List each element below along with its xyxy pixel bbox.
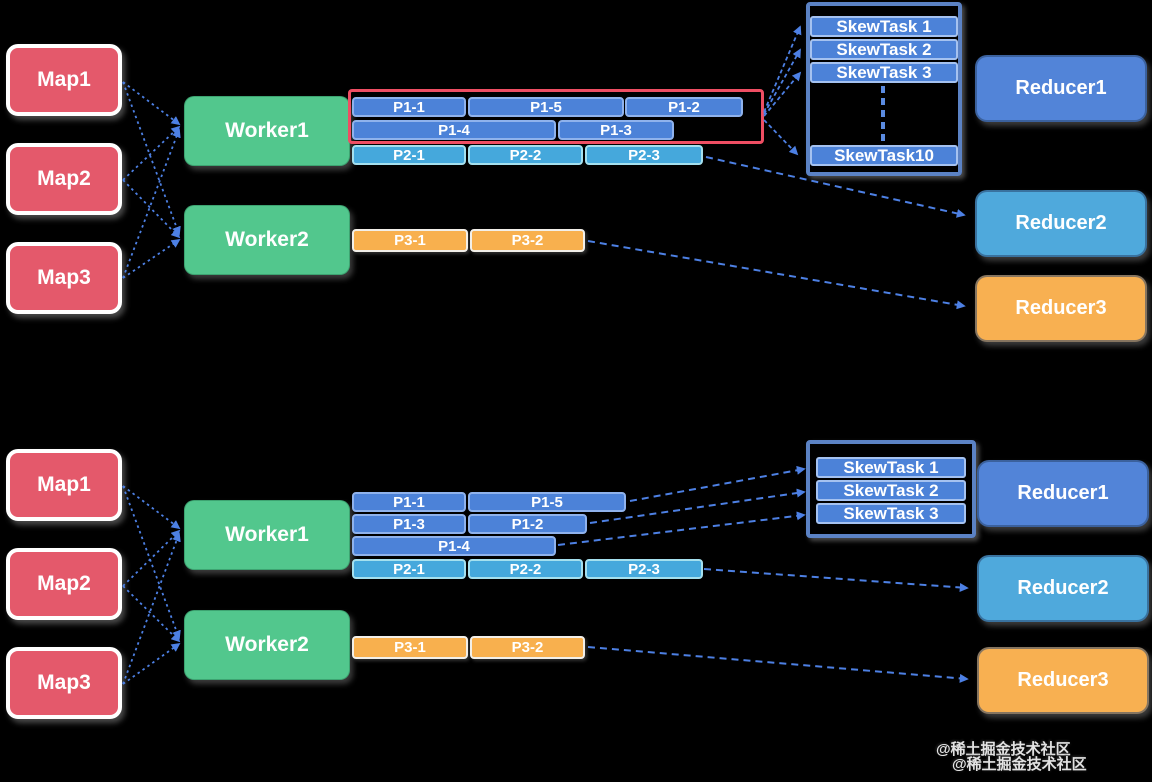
arrow-map3-worker2-bottom (122, 642, 181, 685)
skewtask3-top: SkewTask 3 (810, 62, 958, 83)
arrow-map2-worker2-bottom (122, 585, 181, 643)
partition-p1-1-top: P1-1 (352, 97, 466, 117)
arrow-map3-worker2-top (122, 238, 181, 279)
watermark-line2: @稀土掘金技术社区 (952, 756, 1087, 773)
partition-p2-2-bottom: P2-2 (468, 559, 583, 579)
arrow-map2-worker2-top (122, 179, 181, 239)
worker1-node-bottom: Worker1 (184, 500, 350, 570)
arrow-p1-4-skewtask3-bottom (557, 511, 806, 546)
arrow-p1-skewtask2-top (763, 48, 801, 115)
arrow-map2-worker1-top (122, 125, 181, 181)
arrow-map3-worker1-top (122, 128, 181, 279)
reducer1-node-top: Reducer1 (975, 55, 1147, 122)
map3-node-top: Map3 (6, 242, 122, 314)
arrow-p1-skewtask1-top (763, 25, 802, 113)
partition-p1-2-bottom: P1-2 (468, 514, 587, 534)
arrow-map1-worker1-bottom (122, 485, 181, 530)
skewtask2-bottom: SkewTask 2 (816, 480, 966, 501)
skewtask2-top: SkewTask 2 (810, 39, 958, 60)
map3-node-bottom: Map3 (6, 647, 122, 719)
partition-p1-2-top: P1-2 (625, 97, 743, 117)
skewtask10-top: SkewTask10 (810, 145, 958, 166)
partition-p2-1-bottom: P2-1 (352, 559, 466, 579)
skewtask3-bottom: SkewTask 3 (816, 503, 966, 524)
map2-node-top: Map2 (6, 143, 122, 215)
skewtask-group-bottom (806, 440, 976, 538)
arrow-map2-worker1-bottom (122, 529, 181, 587)
reducer2-node-bottom: Reducer2 (977, 555, 1149, 622)
reducer3-node-bottom: Reducer3 (977, 647, 1149, 714)
map1-node-top: Map1 (6, 44, 122, 116)
skewtask1-bottom: SkewTask 1 (816, 457, 966, 478)
arrow-p3-reducer3-bottom (587, 646, 969, 683)
skewtask1-top: SkewTask 1 (810, 16, 958, 37)
reducer3-node-top: Reducer3 (975, 275, 1147, 342)
skewed-partition-outline-top (348, 89, 764, 144)
arrow-map1-worker2-bottom (122, 485, 181, 640)
worker2-node-bottom: Worker2 (184, 610, 350, 680)
partition-p3-2-bottom: P3-2 (470, 636, 585, 659)
partition-p1-3-bottom: P1-3 (352, 514, 466, 534)
worker1-node-top: Worker1 (184, 96, 350, 166)
worker2-node-top: Worker2 (184, 205, 350, 275)
partition-p1-3-top: P1-3 (558, 120, 674, 140)
arrow-p1-5-skewtask1-bottom (629, 465, 806, 502)
partition-p2-3-bottom: P2-3 (585, 559, 703, 579)
partition-p3-1-top: P3-1 (352, 229, 468, 252)
partition-p1-1-bottom: P1-1 (352, 492, 466, 512)
arrow-map1-worker2-top (122, 81, 181, 236)
reducer2-node-top: Reducer2 (975, 190, 1147, 257)
arrow-p1-skewtask3-top (763, 71, 802, 117)
partition-p1-5-bottom: P1-5 (468, 492, 626, 512)
watermark-line1: @稀土掘金技术社区 (936, 741, 1071, 758)
partition-p1-4-bottom: P1-4 (352, 536, 556, 556)
partition-p2-1-top: P2-1 (352, 145, 466, 165)
partition-p3-2-top: P3-2 (470, 229, 585, 252)
arrow-p3-reducer3-top (587, 240, 966, 310)
map1-node-bottom: Map1 (6, 449, 122, 521)
map2-node-bottom: Map2 (6, 548, 122, 620)
arrow-p1-skewtask10-top (763, 119, 799, 156)
partition-p1-5-top: P1-5 (468, 97, 624, 117)
arrow-map3-worker1-bottom (122, 532, 181, 685)
partition-p3-1-bottom: P3-1 (352, 636, 468, 659)
partition-p2-3-top: P2-3 (585, 145, 703, 165)
partition-p2-2-top: P2-2 (468, 145, 583, 165)
arrow-p2-reducer2-bottom (703, 568, 969, 592)
reducer1-node-bottom: Reducer1 (977, 460, 1149, 527)
arrow-map1-worker1-top (122, 81, 181, 126)
partition-p1-4-top: P1-4 (352, 120, 556, 140)
